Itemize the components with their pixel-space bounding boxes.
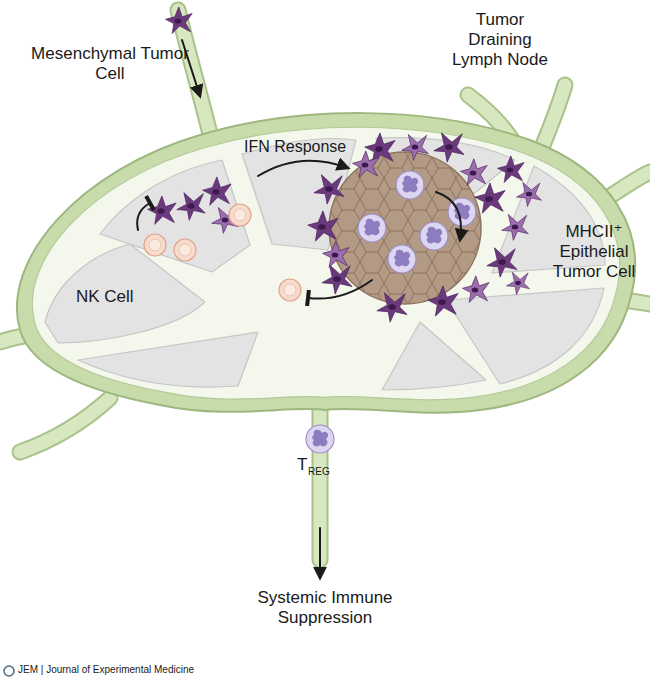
outcome-label: Systemic Immune Suppression — [250, 588, 400, 628]
cell-label: MHCII⁺ Epithelial Tumor Cell — [542, 222, 646, 282]
organ-label: Tumor Draining Lymph Node — [450, 10, 550, 70]
cell-label: Mesenchymal Tumor Cell — [30, 44, 190, 84]
journal-footer: JEM | Journal of Experimental Medicine — [18, 664, 318, 676]
process-label: IFN Response — [244, 138, 364, 157]
cell-label: NK Cell — [76, 287, 156, 307]
subscript-label: REG — [308, 466, 338, 478]
